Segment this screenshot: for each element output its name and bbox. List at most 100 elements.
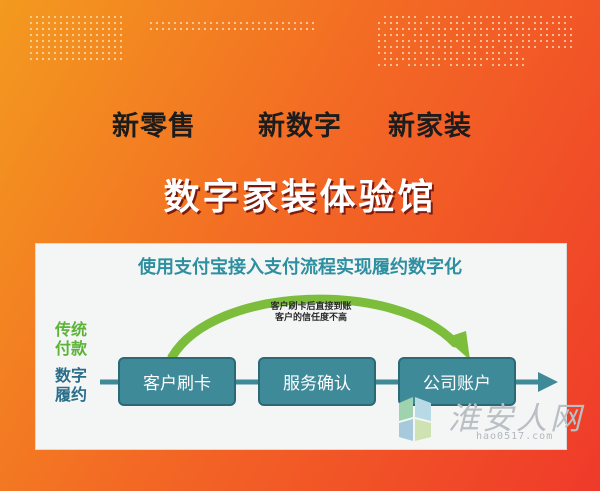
decor-dot — [509, 51, 513, 55]
decor-dot — [47, 45, 51, 49]
decor-dot — [461, 63, 465, 67]
decor-dot — [383, 39, 387, 43]
decor-dot — [377, 27, 381, 31]
decor-dot — [71, 27, 75, 31]
decor-dot — [71, 21, 75, 25]
decor-dot — [509, 21, 513, 25]
decor-dot — [425, 57, 429, 61]
decor-dot — [185, 21, 189, 25]
decor-dot — [167, 21, 171, 25]
decor-dot — [551, 21, 555, 25]
decor-dot — [473, 51, 477, 55]
decor-dot — [413, 21, 417, 25]
decor-dot — [287, 27, 291, 31]
decor-dot — [557, 33, 561, 37]
decor-dot — [545, 45, 549, 49]
decor-dot — [509, 57, 513, 61]
decor-dot — [413, 51, 417, 55]
decor-dot — [263, 21, 267, 25]
decor-dot — [47, 33, 51, 37]
arc-arrow-head-icon — [445, 331, 470, 360]
decor-dot — [41, 33, 45, 37]
decor-dot — [467, 21, 471, 25]
decor-dot — [515, 51, 519, 55]
decor-dot — [95, 39, 99, 43]
decor-dot — [65, 15, 69, 19]
decor-dot — [455, 57, 459, 61]
decor-dot — [395, 27, 399, 31]
decor-dot — [281, 27, 285, 31]
decor-dot — [35, 45, 39, 49]
decor-dot — [41, 39, 45, 43]
arc-note-line1: 客户刷卡后直接到账 — [270, 302, 352, 312]
decor-dot — [179, 27, 183, 31]
decor-dot — [101, 57, 105, 61]
decor-dot — [461, 33, 465, 37]
decor-dot — [461, 45, 465, 49]
decor-dot — [29, 21, 33, 25]
decor-dot — [251, 27, 255, 31]
decor-dot — [389, 63, 393, 67]
decor-dot — [59, 15, 63, 19]
decor-dot — [425, 63, 429, 67]
decor-dot — [47, 15, 51, 19]
decor-dot — [419, 33, 423, 37]
decor-dot — [383, 33, 387, 37]
decor-dot — [65, 21, 69, 25]
decor-dot — [305, 21, 309, 25]
decor-dot — [431, 15, 435, 19]
decor-dot — [497, 21, 501, 25]
decor-dot — [401, 39, 405, 43]
decor-dot — [389, 27, 393, 31]
decor-dot — [191, 21, 195, 25]
decor-dot — [485, 57, 489, 61]
decor-dot — [491, 15, 495, 19]
decor-dot — [77, 57, 81, 61]
decor-dot — [569, 39, 573, 43]
decor-dot — [29, 45, 33, 49]
decor-dot — [503, 27, 507, 31]
decor-dot — [455, 63, 459, 67]
decor-dot — [227, 21, 231, 25]
decor-dot — [113, 15, 117, 19]
decor-dot — [119, 51, 123, 55]
decor-dot — [101, 33, 105, 37]
decor-dot — [251, 21, 255, 25]
tagline-new-home-decor: 新家装 — [388, 111, 472, 142]
decor-dot — [455, 21, 459, 25]
decor-dot — [215, 21, 219, 25]
decor-dot — [83, 33, 87, 37]
decor-dot — [455, 33, 459, 37]
decor-dot — [425, 15, 429, 19]
decor-dot — [407, 15, 411, 19]
decor-dot — [41, 15, 45, 19]
decor-dot — [521, 21, 525, 25]
decor-dot — [89, 45, 93, 49]
decor-dot — [71, 33, 75, 37]
decor-dot — [407, 45, 411, 49]
decor-dot — [389, 21, 393, 25]
decor-dot — [473, 33, 477, 37]
decor-dot — [461, 21, 465, 25]
decor-dot — [479, 15, 483, 19]
decor-dot — [497, 15, 501, 19]
decor-dot — [383, 63, 387, 67]
decor-dot — [521, 15, 525, 19]
decor-dot — [503, 39, 507, 43]
decor-dot — [107, 45, 111, 49]
decor-dot — [431, 63, 435, 67]
decor-dot — [509, 15, 513, 19]
decor-dot — [95, 21, 99, 25]
decor-dot — [287, 21, 291, 25]
decor-dot — [65, 45, 69, 49]
decor-dot — [257, 27, 261, 31]
decor-dot — [293, 21, 297, 25]
decor-dot — [113, 27, 117, 31]
decor-dot — [71, 45, 75, 49]
decor-dot — [533, 45, 537, 49]
decor-dot — [467, 57, 471, 61]
decor-dot — [527, 27, 531, 31]
decor-dot — [35, 39, 39, 43]
decor-dot — [491, 27, 495, 31]
decor-dot — [545, 39, 549, 43]
